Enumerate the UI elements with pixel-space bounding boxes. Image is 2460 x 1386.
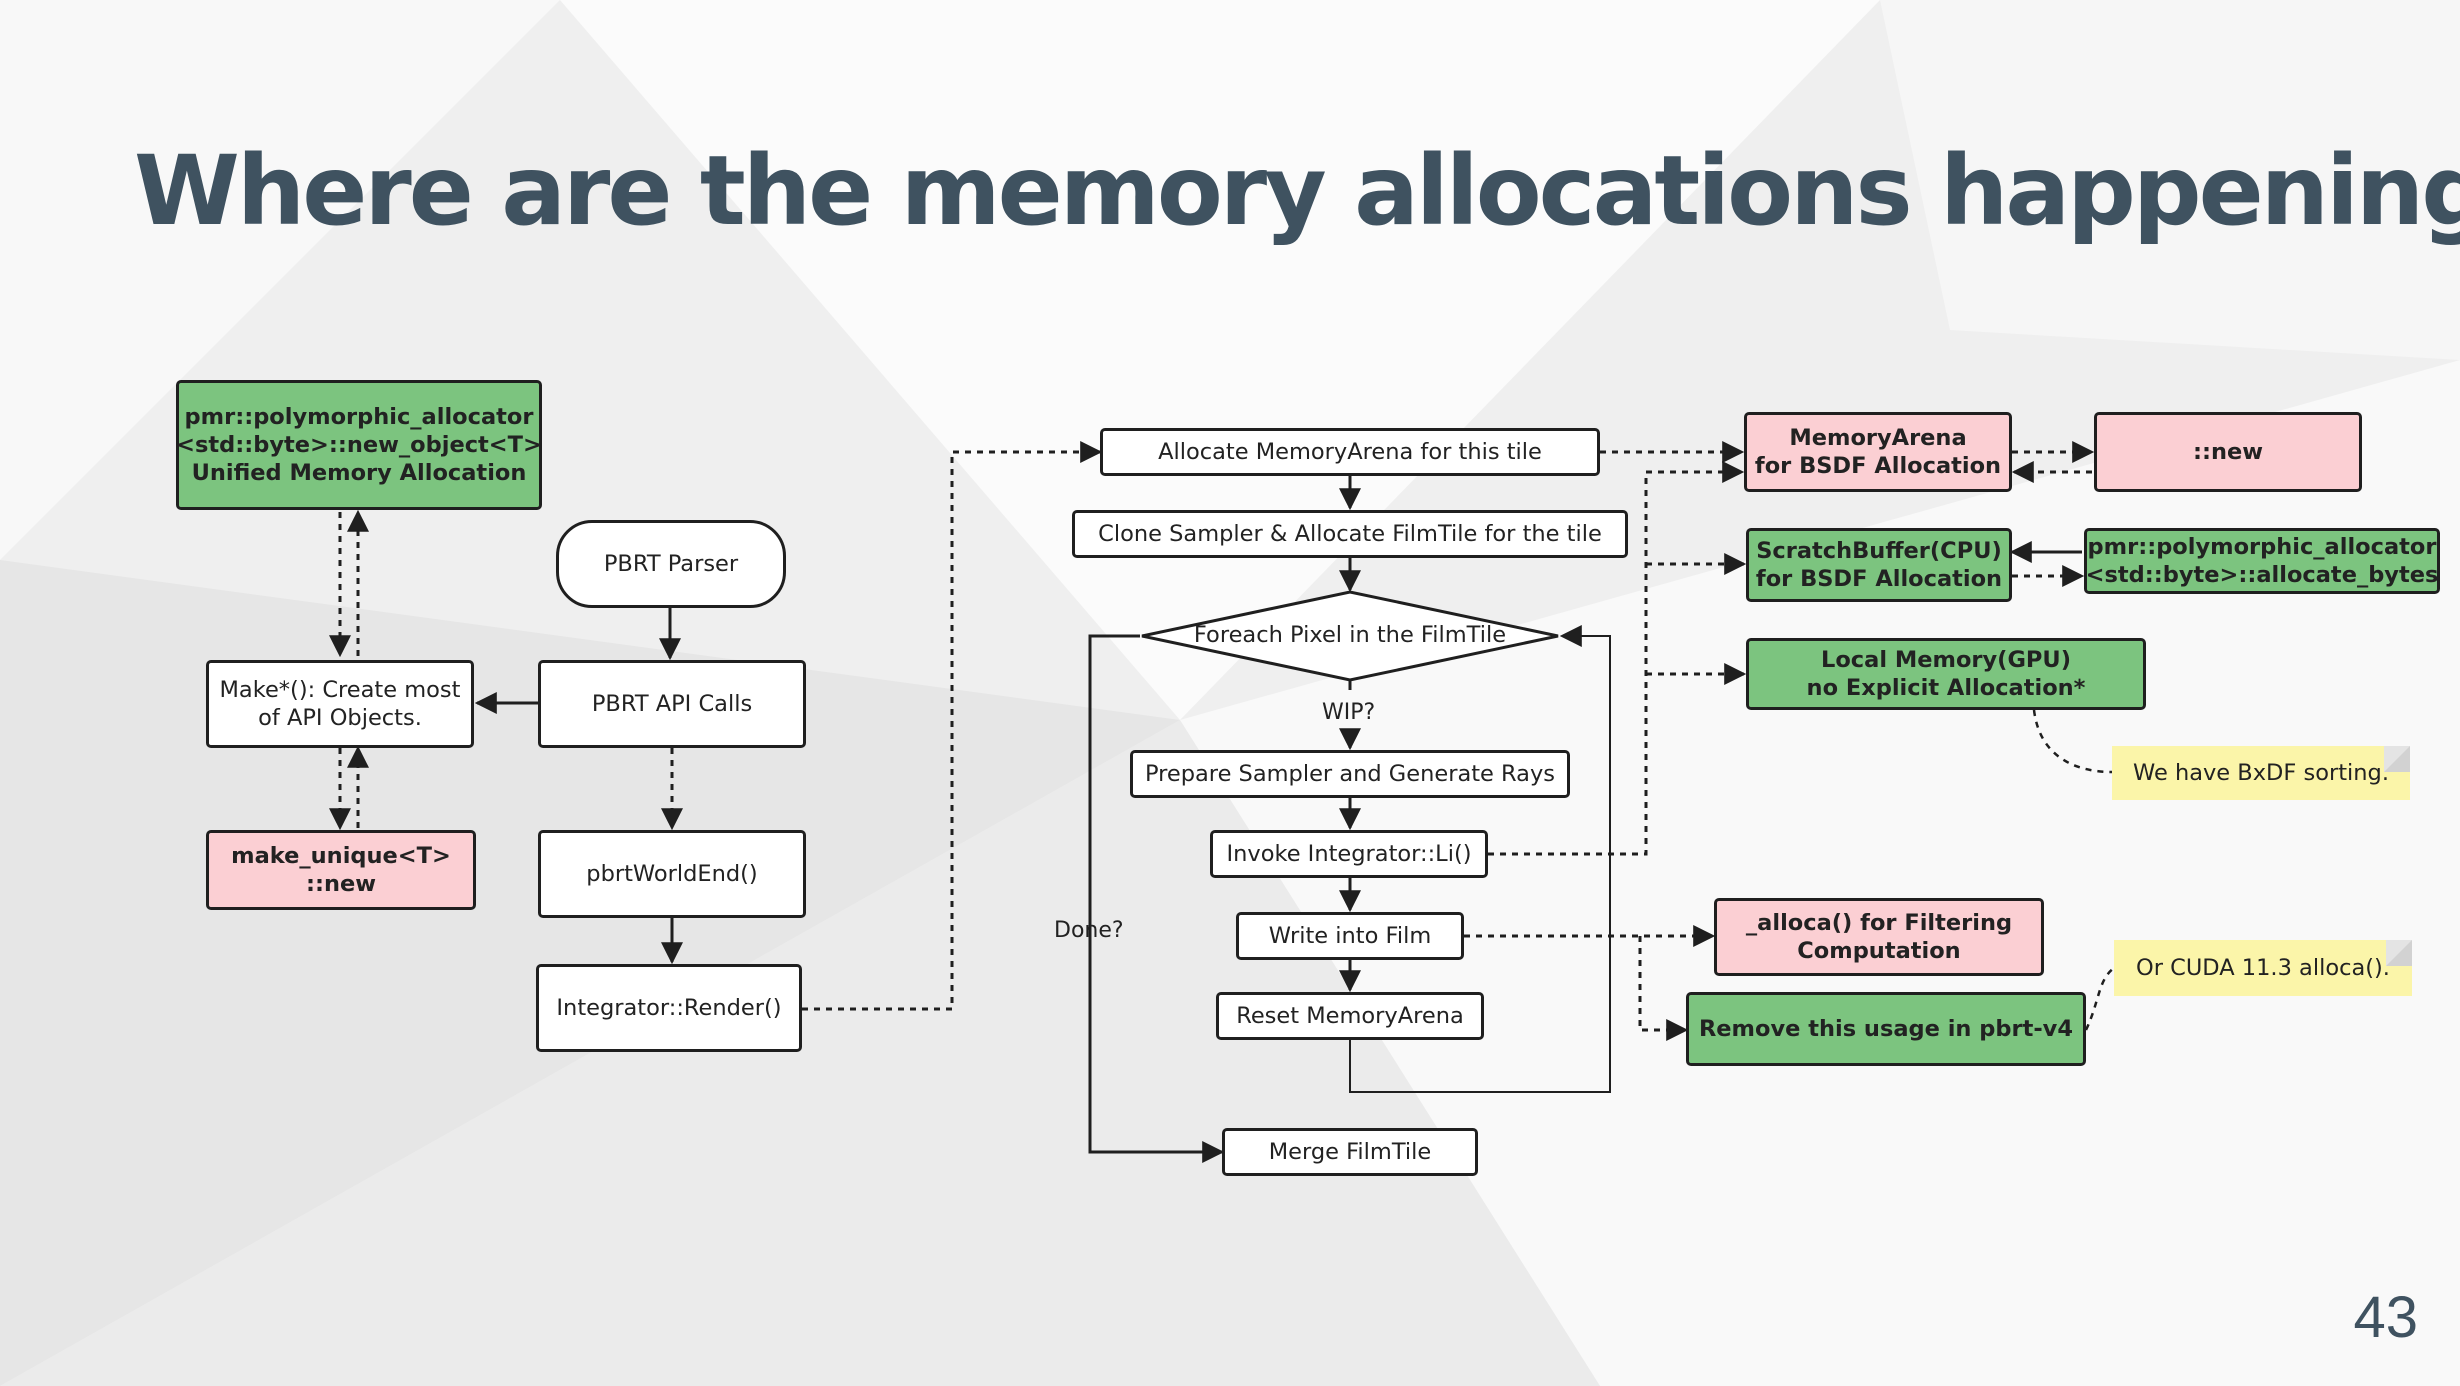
node-integrator-render: Integrator::Render(): [536, 964, 802, 1052]
edge-invoke-to-branches: [1488, 461, 1745, 856]
node-pbrt-api-calls: PBRT API Calls: [538, 660, 806, 748]
node-merge-film-tile: Merge FilmTile: [1222, 1128, 1478, 1176]
node-pmr-allocate-bytes: pmr::polymorphic_allocator <std::byte>::…: [2084, 528, 2440, 594]
note-cuda-alloca: Or CUDA 11.3 alloca().: [2114, 940, 2412, 996]
note-bxdf-sorting-text: We have BxDF sorting.: [2133, 760, 2389, 786]
node-pbrt-world-end: pbrtWorldEnd(): [538, 830, 806, 918]
edge-write-to-remove: [1638, 936, 1689, 1041]
node-prepare-sampler: Prepare Sampler and Generate Rays: [1130, 750, 1570, 798]
note-fold-corner: [2386, 940, 2412, 966]
node-invoke-integrator: Invoke Integrator::Li(): [1210, 830, 1488, 878]
node-pbrt-parser: PBRT Parser: [556, 520, 786, 608]
page-number: 43: [2353, 1285, 2418, 1350]
note-cuda-alloca-text: Or CUDA 11.3 alloca().: [2136, 955, 2390, 981]
node-allocate-memory-arena: Allocate MemoryArena for this tile: [1100, 428, 1600, 476]
edge-reset-loop: [1349, 625, 1611, 1093]
foreach-diamond-shape: [1141, 590, 1559, 682]
label-done: Done?: [1054, 918, 1124, 943]
node-clone-sampler: Clone Sampler & Allocate FilmTile for th…: [1072, 510, 1628, 558]
node-scratch-buffer: ScratchBuffer(CPU) for BSDF Allocation: [1746, 528, 2012, 602]
note-connector-cuda: [2084, 967, 2115, 1031]
node-write-film: Write into Film: [1236, 912, 1464, 960]
node-new-operator: ::new: [2094, 412, 2362, 492]
node-remove-usage: Remove this usage in pbrt-v4: [1686, 992, 2086, 1066]
edge-render-to-allocate: [802, 441, 1103, 1011]
note-bxdf-sorting: We have BxDF sorting.: [2112, 746, 2410, 800]
note-connector-bxdf: [2032, 709, 2113, 774]
node-pmr-new-object: pmr::polymorphic_allocator <std::byte>::…: [176, 380, 542, 510]
node-local-memory-gpu: Local Memory(GPU) no Explicit Allocation…: [1746, 638, 2146, 710]
node-make-api-objects: Make*(): Create most of API Objects.: [206, 660, 474, 748]
slide-title: Where are the memory allocations happeni…: [134, 135, 2460, 247]
label-wip: WIP?: [1322, 700, 1376, 725]
edge-foreach-done: [1088, 634, 1225, 1163]
note-fold-corner: [2384, 746, 2410, 772]
node-make-unique-new: make_unique<T> ::new: [206, 830, 476, 910]
node-memory-arena-bsdf: MemoryArena for BSDF Allocation: [1744, 412, 2012, 492]
node-reset-memory-arena: Reset MemoryArena: [1216, 992, 1484, 1040]
node-foreach-pixel: Foreach Pixel in the FilmTile: [1193, 622, 1507, 648]
node-alloca-filtering: _alloca() for Filtering Computation: [1714, 898, 2044, 976]
